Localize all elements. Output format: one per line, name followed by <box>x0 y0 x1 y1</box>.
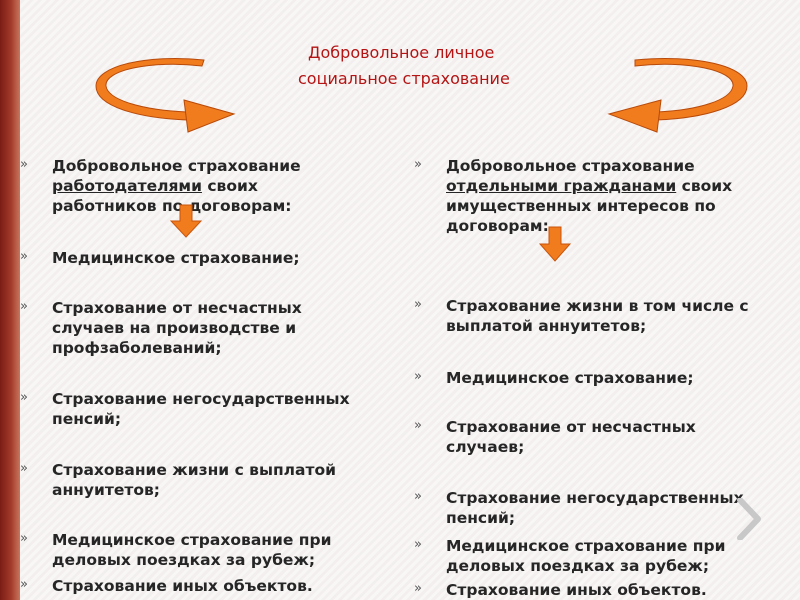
left-item-3: » Страхование негосударственных пенсий; <box>20 389 397 429</box>
right-item-5: » Медицинское страхование при деловых по… <box>414 536 786 576</box>
bullet-icon: » <box>414 297 422 312</box>
left-intro-suffix: своих <box>201 177 258 195</box>
left-item-4: » Страхование жизни с выплатой аннуитето… <box>20 460 397 500</box>
right-item-2: » Медицинское страхование; <box>414 368 786 388</box>
bullet-icon: » <box>20 157 28 172</box>
right-item-3: » Страхование от несчастных случаев; <box>414 417 746 457</box>
left-item-text: Страхование от несчастных случаев на про… <box>52 299 302 357</box>
title-line-1: Добровольное личное <box>308 43 495 62</box>
left-accent-bar <box>0 0 20 600</box>
right-intro: » Добровольное страхование отдельными гр… <box>414 156 786 236</box>
right-item-text: Медицинское страхование при деловых поез… <box>446 537 726 575</box>
left-intro-underlined: работодателями <box>52 177 202 195</box>
left-item-6: » Страхование иных объектов. <box>20 576 397 596</box>
left-item-text: Страхование негосударственных пенсий; <box>52 390 350 428</box>
down-arrow-icon <box>539 226 571 262</box>
left-intro: » Добровольное страхование работодателям… <box>20 156 397 216</box>
left-intro-line3: работников по договорам: <box>52 197 292 215</box>
left-item-2: » Страхование от несчастных случаев на п… <box>20 298 352 358</box>
curved-arrow-left-icon <box>95 57 236 133</box>
right-intro-suffix: своих <box>676 177 733 195</box>
bullet-icon: » <box>20 390 28 405</box>
bullet-icon: » <box>20 249 28 264</box>
right-intro-underlined: отдельными гражданами <box>446 177 677 195</box>
right-item-text: Страхование иных объектов. <box>446 581 707 599</box>
bullet-icon: » <box>414 489 422 504</box>
down-arrow-icon <box>170 204 202 238</box>
bullet-icon: » <box>414 537 422 552</box>
right-intro-line4: договорам: <box>446 217 549 235</box>
bullet-icon: » <box>20 531 28 546</box>
right-item-4: » Страхование негосударственных пенсий; <box>414 488 746 528</box>
right-item-text: Страхование от несчастных случаев; <box>446 418 696 456</box>
right-intro-prefix: Добровольное страхование <box>446 157 695 175</box>
bullet-icon: » <box>414 157 422 172</box>
bullet-icon: » <box>414 581 422 596</box>
left-item-text: Страхование жизни с выплатой аннуитетов; <box>52 461 336 499</box>
left-item-1: » Медицинское страхование; <box>20 248 397 268</box>
curved-arrow-right-icon <box>607 57 748 133</box>
right-intro-line3: имущественных интересов по <box>446 197 716 215</box>
right-item-1: » Страхование жизни в том числе с выплат… <box>414 296 786 336</box>
right-item-text: Страхование жизни в том числе с выплатой… <box>446 297 749 335</box>
left-intro-prefix: Добровольное страхование <box>52 157 301 175</box>
right-item-text: Страхование негосударственных пенсий; <box>446 489 744 527</box>
slide-title: Добровольное личное социальное страхован… <box>270 40 590 92</box>
bullet-icon: » <box>20 577 28 592</box>
bullet-icon: » <box>20 461 28 476</box>
left-item-5: » Медицинское страхование при деловых по… <box>20 530 397 570</box>
right-item-text: Медицинское страхование; <box>446 369 694 387</box>
chevron-right-icon[interactable] <box>736 498 762 540</box>
left-item-text: Медицинское страхование при деловых поез… <box>52 531 332 569</box>
bullet-icon: » <box>414 418 422 433</box>
left-item-text: Медицинское страхование; <box>52 249 300 267</box>
left-item-text: Страхование иных объектов. <box>52 577 313 595</box>
bullet-icon: » <box>20 299 28 314</box>
right-item-6: » Страхование иных объектов. <box>414 580 786 600</box>
title-line-2: социальное страхование <box>298 69 510 88</box>
bullet-icon: » <box>414 369 422 384</box>
